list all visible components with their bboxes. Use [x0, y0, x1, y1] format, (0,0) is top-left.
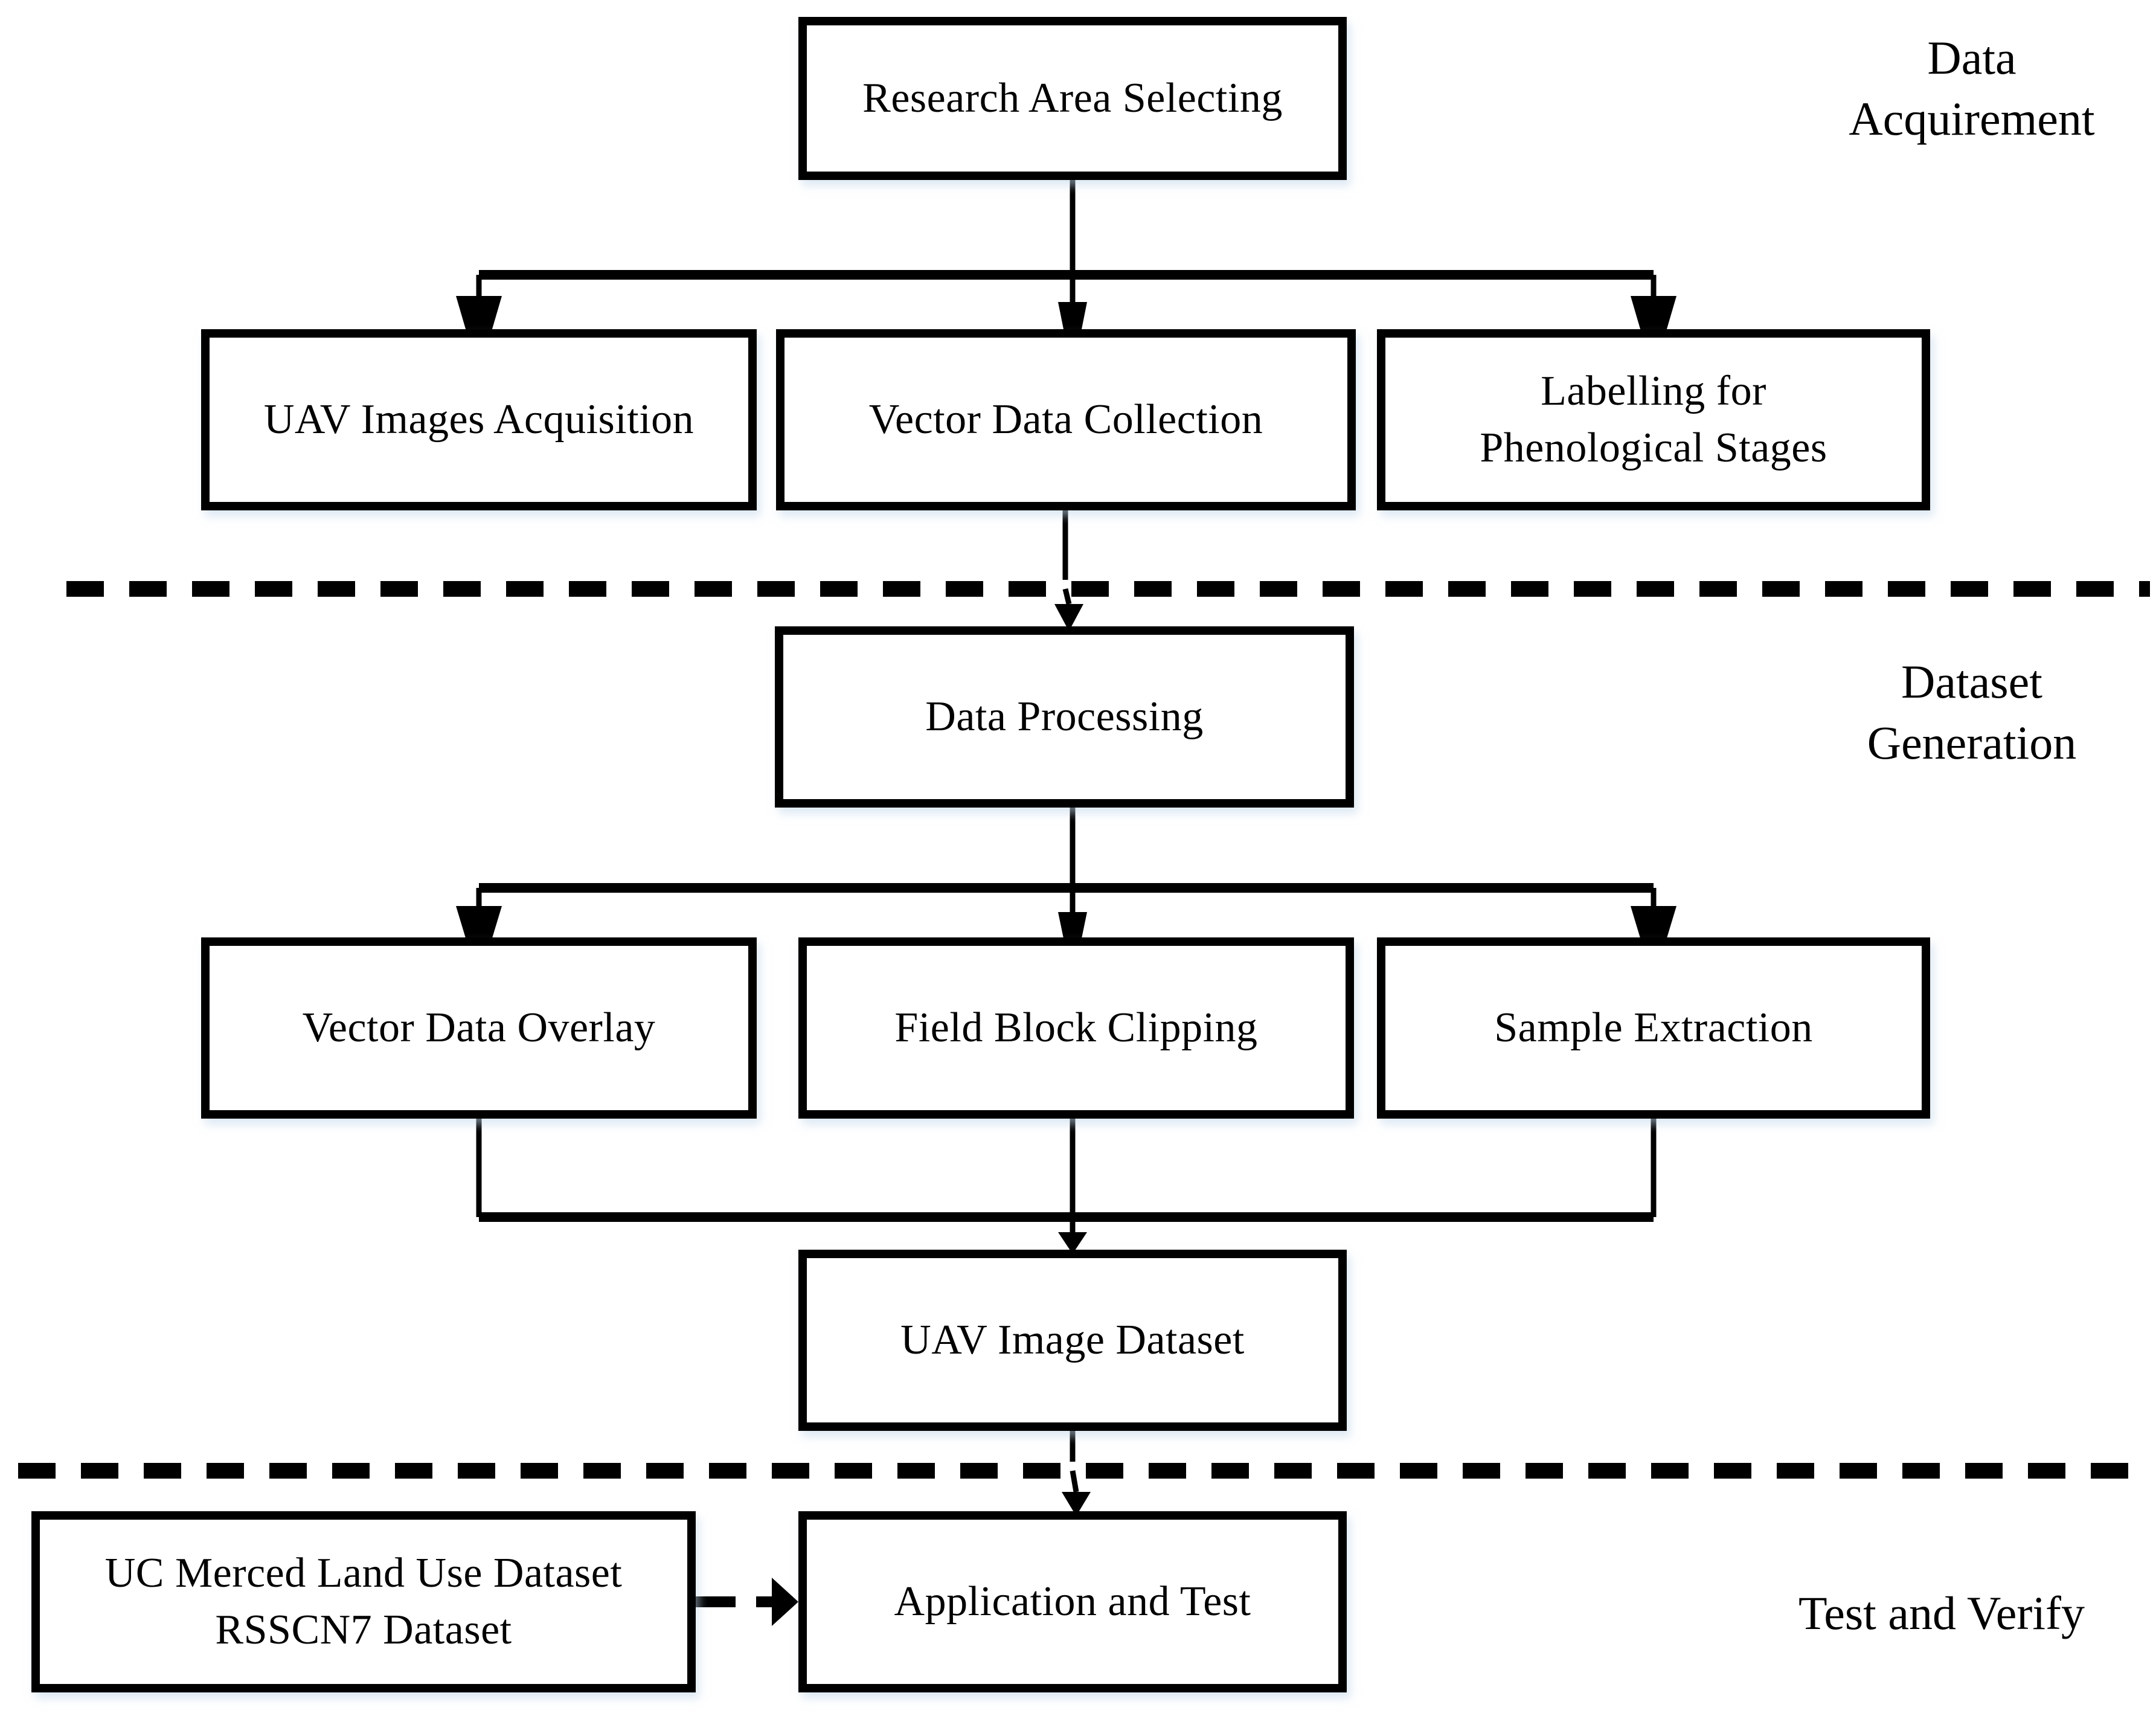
section-label-data-acquirement: Data Acquirement [1849, 31, 2095, 146]
node-label: UAV Images Acquisition [263, 396, 695, 443]
node-field-block-clipping[interactable]: Field Block Clipping [798, 937, 1354, 1119]
node-label: Sample Extraction [1494, 1004, 1813, 1052]
node-label: Labelling for Phenological Stages [1480, 368, 1827, 471]
node-uav-image-dataset[interactable]: UAV Image Dataset [798, 1250, 1347, 1431]
node-data-processing[interactable]: Data Processing [775, 626, 1354, 808]
edge-dataset-to-application [1062, 1431, 1091, 1516]
node-uav-images-acquisition[interactable]: UAV Images Acquisition [201, 329, 757, 510]
node-labelling-phenological-stages[interactable]: Labelling for Phenological Stages [1377, 329, 1930, 510]
node-label: Application and Test [894, 1578, 1251, 1625]
node-vector-data-collection[interactable]: Vector Data Collection [776, 329, 1356, 510]
section-label-test-and-verify: Test and Verify [1798, 1587, 2085, 1639]
edge-vector-to-processing [1054, 510, 1083, 631]
node-sample-extraction[interactable]: Sample Extraction [1377, 937, 1930, 1119]
node-application-and-test[interactable]: Application and Test [798, 1511, 1347, 1692]
node-label: Vector Data Collection [868, 396, 1263, 443]
node-label: UC Merced Land Use Dataset RSSCN7 Datase… [104, 1550, 623, 1653]
node-label: Data Processing [925, 693, 1204, 741]
section-label-dataset-generation: Dataset Generation [1867, 655, 2077, 770]
node-label: Vector Data Overlay [302, 1004, 656, 1052]
node-label: Field Block Clipping [894, 1004, 1258, 1052]
node-label: Research Area Selecting [862, 75, 1283, 122]
node-vector-data-overlay[interactable]: Vector Data Overlay [201, 937, 757, 1119]
node-label: UAV Image Dataset [900, 1317, 1245, 1364]
node-uc-merced-rsscn7[interactable]: UC Merced Land Use Dataset RSSCN7 Datase… [31, 1511, 696, 1692]
node-research-area-selecting[interactable]: Research Area Selecting [798, 17, 1347, 180]
edge-ucmerced-to-application [696, 1578, 798, 1626]
edge-row3-merge-to-dataset [476, 1119, 1657, 1254]
